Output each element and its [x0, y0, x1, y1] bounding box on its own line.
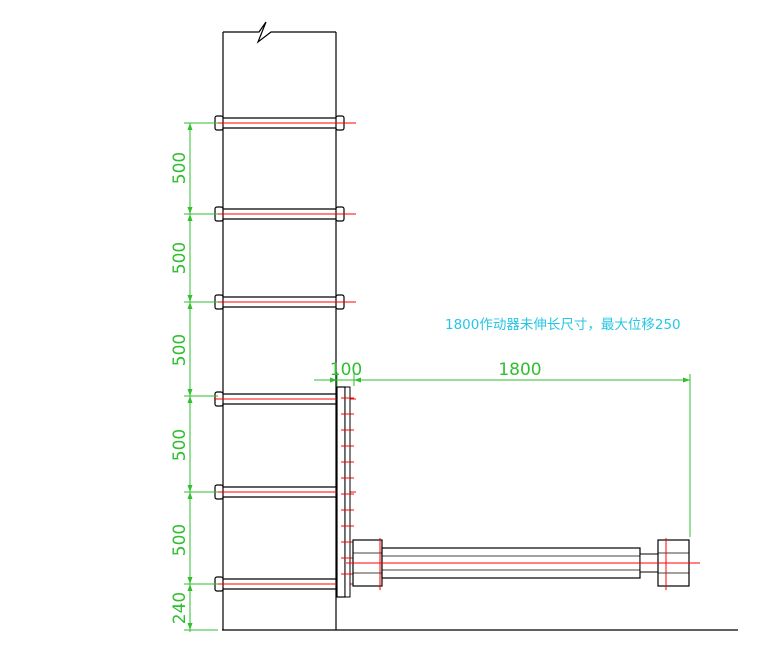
anchor-rods: [214, 115, 356, 592]
actuator-note: 1800作动器未伸长尺寸，最大位移250: [445, 317, 681, 333]
dim-500-2: 500: [170, 242, 190, 274]
dim-500-5: 500: [170, 524, 190, 556]
dim-500-4: 500: [170, 429, 190, 461]
anchor-rod: [214, 391, 356, 407]
anchor-rod: [214, 206, 356, 222]
horizontal-dimension: [314, 372, 691, 537]
dim-100: 100: [330, 360, 362, 380]
break-symbol: [223, 21, 336, 44]
dimension-arrows: [187, 123, 193, 630]
column: [222, 21, 337, 630]
vertical-dimension-chain: [184, 122, 218, 632]
actuator: [346, 538, 700, 590]
dim-240: 240: [170, 592, 190, 624]
anchor-rod: [214, 115, 356, 131]
end-plate: [336, 386, 354, 598]
anchor-rod: [214, 484, 356, 500]
dim-500-1: 500: [170, 152, 190, 184]
dim-500-3: 500: [170, 334, 190, 366]
anchor-rod: [214, 576, 356, 592]
dim-1800: 1800: [498, 360, 541, 380]
anchor-rod: [214, 294, 356, 310]
